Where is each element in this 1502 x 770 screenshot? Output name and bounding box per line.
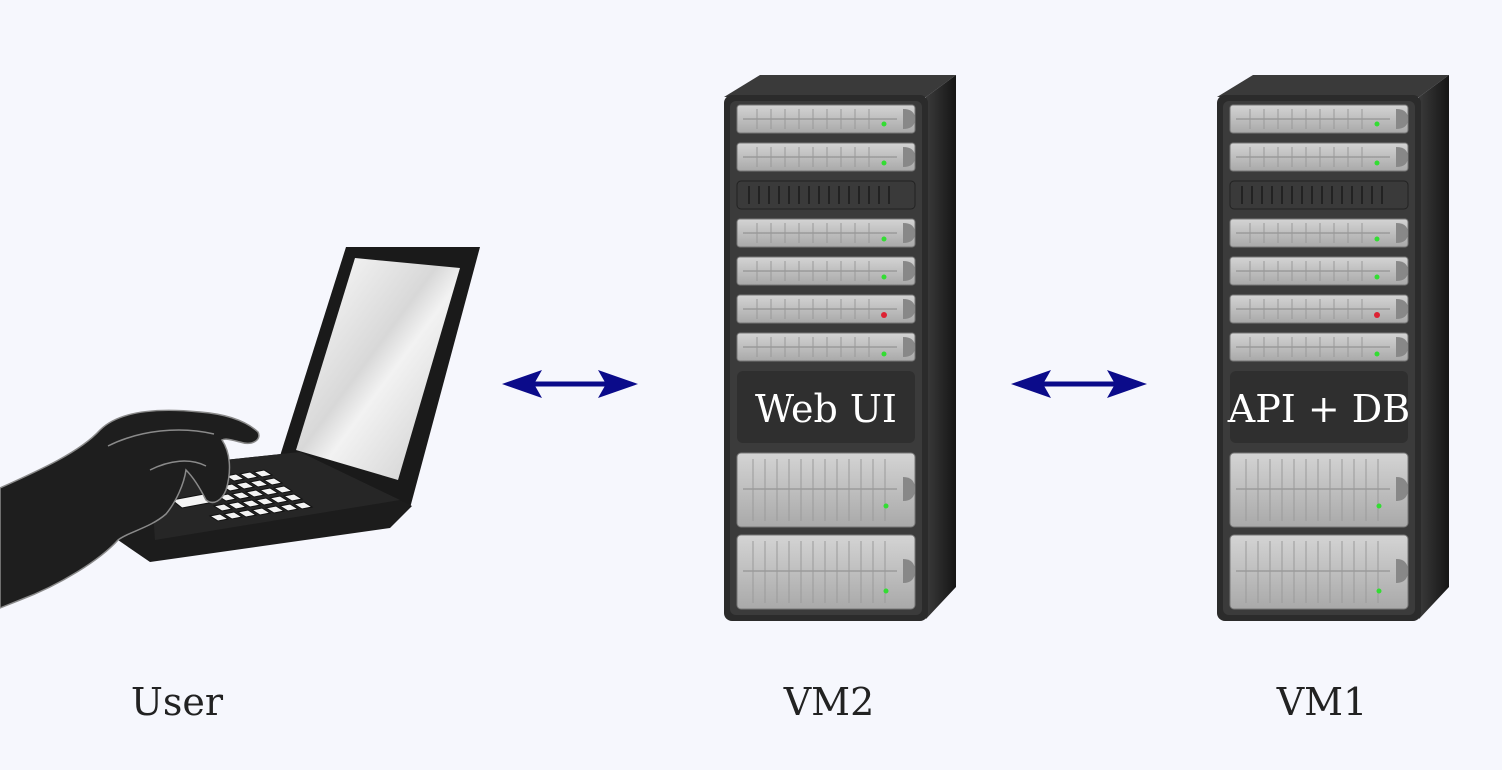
server-rack-vm2: Web UI <box>724 75 956 621</box>
server-rack-vm1: API + DB <box>1217 75 1449 621</box>
bidirectional-arrow-vm2-vm1 <box>1011 370 1147 398</box>
user-label: User <box>130 680 224 724</box>
vm2-label: VM2 <box>783 680 875 724</box>
vm1-label: VM1 <box>1276 680 1368 724</box>
bidirectional-arrow-user-vm2 <box>502 370 638 398</box>
vm1-role-label: API + DB <box>1227 387 1410 431</box>
vm2-role-label: Web UI <box>755 387 897 431</box>
laptop-with-hand-icon <box>0 247 480 609</box>
server-rack-icon <box>724 75 956 621</box>
server-rack-icon <box>1217 75 1449 621</box>
